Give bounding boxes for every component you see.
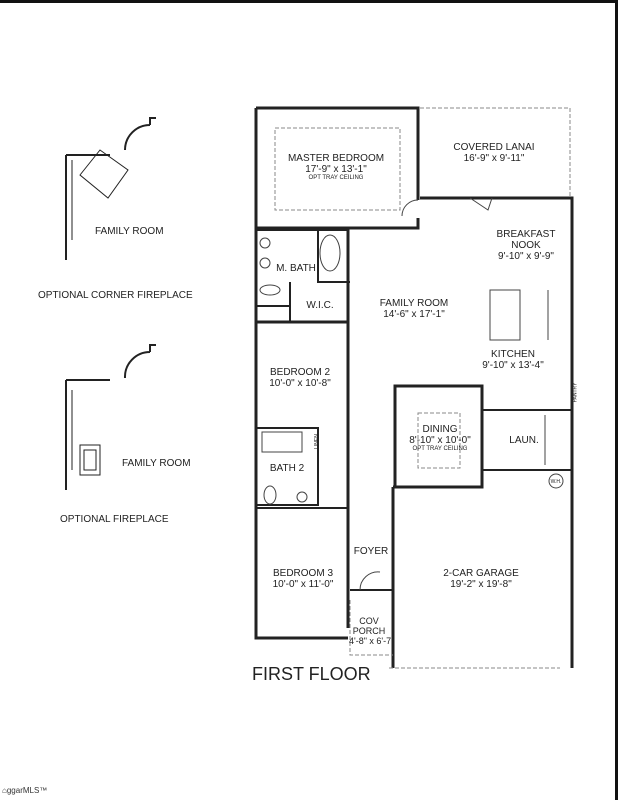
room-foyer: FOYER bbox=[354, 546, 388, 557]
room-name: BATH 2 bbox=[269, 463, 305, 474]
water-heater-label: W.H. bbox=[550, 479, 562, 485]
room-size: 9'-10" x 13'-4" bbox=[482, 360, 544, 371]
room-bath-2: BATH 2 bbox=[270, 463, 304, 474]
inset-1-room-label: FAMILY ROOM bbox=[95, 226, 164, 237]
pantry-label: PANTRY bbox=[572, 382, 579, 403]
room-name: FAMILY ROOM bbox=[379, 298, 449, 309]
room-name: MASTER BEDROOM bbox=[287, 153, 385, 164]
room-size: 17'-9" x 13'-1" bbox=[305, 164, 367, 175]
linen-label: LINEN bbox=[313, 434, 320, 449]
room-size: 9'-10" x 9'-9" bbox=[498, 251, 554, 262]
room-name: COV PORCH bbox=[352, 616, 386, 636]
room-name: DINING bbox=[422, 424, 458, 435]
room-size: 10'-0" x 10'-8" bbox=[269, 378, 331, 389]
inset-2-caption: OPTIONAL FIREPLACE bbox=[60, 514, 169, 525]
walls bbox=[254, 106, 574, 668]
room-name: BEDROOM 2 bbox=[269, 367, 331, 378]
room-name: BEDROOM 3 bbox=[272, 568, 334, 579]
room-size: 14'-6" x 17'-1" bbox=[383, 309, 445, 320]
room-size: 10'-0" x 11'-0" bbox=[272, 579, 334, 590]
frame-border-right bbox=[615, 0, 618, 800]
room-size: 4'-8" x 6'-7" bbox=[349, 636, 395, 646]
room-note: OPT TRAY CEILING bbox=[412, 446, 468, 452]
frame-border-top bbox=[0, 0, 618, 3]
room-name: KITCHEN bbox=[491, 349, 535, 360]
inset-fireplace bbox=[65, 344, 156, 490]
room-name: BREAKFAST NOOK bbox=[496, 229, 556, 251]
inset-1-caption: OPTIONAL CORNER FIREPLACE bbox=[38, 290, 193, 301]
room-size: 19'-2" x 19'-8" bbox=[450, 579, 512, 590]
room-name: 2-CAR GARAGE bbox=[443, 568, 519, 579]
room-size: 16'-9" x 9'-11" bbox=[463, 153, 525, 164]
inset-2-room-label: FAMILY ROOM bbox=[122, 458, 191, 469]
room-wic: W.I.C. bbox=[306, 300, 333, 311]
room-name: COVERED LANAI bbox=[453, 142, 535, 153]
mls-logo: ⌂ggarMLS™ bbox=[2, 786, 47, 795]
doors-fixtures bbox=[259, 197, 564, 591]
room-name: M. BATH bbox=[276, 263, 316, 274]
dashed-outlines bbox=[274, 107, 571, 669]
room-name: W.I.C. bbox=[306, 300, 334, 311]
room-m-bath: M. BATH bbox=[276, 263, 316, 274]
room-name: LAUN. bbox=[509, 435, 539, 446]
room-name: FOYER bbox=[353, 546, 389, 557]
room-size: 8'-10" x 10'-0" bbox=[409, 435, 471, 446]
inset-corner-fireplace bbox=[65, 117, 156, 260]
house-icon: ⌂ bbox=[2, 786, 7, 795]
plan-title: FIRST FLOOR bbox=[252, 664, 371, 684]
logo-text: ggarMLS™ bbox=[6, 786, 48, 795]
room-laundry: LAUN. bbox=[509, 435, 538, 446]
room-note: OPT TRAY CEILING bbox=[308, 175, 364, 181]
